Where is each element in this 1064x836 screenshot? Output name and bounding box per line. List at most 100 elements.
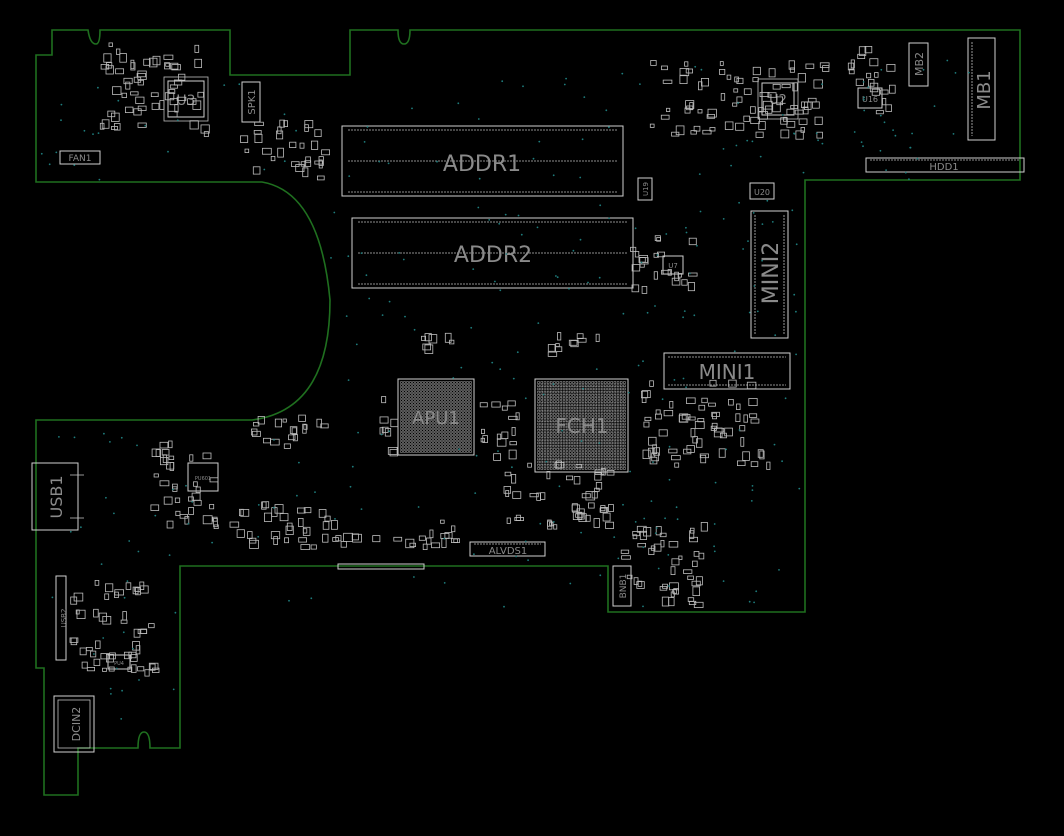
passive-part — [249, 537, 257, 544]
bga-ball — [445, 420, 448, 423]
bga-ball — [594, 425, 597, 429]
via — [109, 441, 111, 443]
bga-ball — [546, 451, 550, 454]
via — [126, 580, 129, 582]
via — [138, 679, 140, 681]
via — [497, 450, 499, 452]
bga-ball — [613, 432, 617, 435]
bga-ball — [604, 463, 607, 467]
passive-part — [424, 333, 432, 342]
bga-ball — [403, 399, 406, 402]
bga-ball — [424, 384, 427, 387]
bga-ball — [469, 447, 472, 450]
bnb1-connector: BNB1 — [612, 565, 632, 607]
bga-ball — [565, 432, 569, 435]
bga-ball — [607, 397, 610, 400]
bga-ball — [613, 448, 617, 451]
bga-ball — [565, 419, 569, 422]
via — [738, 429, 741, 431]
passive-part — [666, 107, 671, 113]
bga-ball — [418, 420, 421, 423]
bga-ball — [421, 387, 424, 390]
bga-ball — [463, 426, 466, 429]
bga-ball — [556, 400, 559, 403]
bga-ball — [588, 441, 591, 445]
passive-part — [148, 662, 159, 670]
passive-part — [605, 521, 614, 529]
via — [558, 485, 561, 488]
via — [608, 217, 610, 220]
passive-part — [653, 271, 658, 280]
via — [862, 81, 865, 83]
bga-ball — [469, 450, 472, 453]
bga-ball — [613, 416, 617, 419]
bga-ball — [403, 444, 406, 447]
bga-ball — [540, 432, 543, 435]
bga-ball — [553, 432, 556, 435]
passive-part — [148, 57, 158, 68]
passive-part — [159, 100, 165, 110]
bga-ball — [406, 384, 409, 387]
bga-ball — [415, 435, 418, 438]
via — [911, 132, 913, 135]
u20-label: U20 — [754, 188, 770, 197]
bga-ball — [418, 399, 421, 402]
bga-ball — [457, 423, 460, 426]
passive-part — [101, 119, 110, 129]
bga-ball — [418, 438, 421, 441]
bga-ball — [412, 420, 415, 423]
via — [748, 600, 751, 603]
bga-ball — [448, 423, 451, 426]
passive-part — [749, 413, 758, 418]
bga-ball — [400, 411, 403, 414]
bga-ball — [463, 387, 466, 390]
bga-ball — [442, 387, 445, 390]
bga-ball — [613, 413, 617, 416]
bga-ball — [581, 435, 585, 438]
bga-ball — [610, 448, 613, 451]
bga-ball — [569, 438, 572, 442]
passive-part — [168, 455, 175, 461]
via — [520, 233, 523, 236]
bga-ball — [578, 425, 582, 429]
bga-ball — [578, 413, 582, 416]
addr2-slot: ADDR2 — [351, 217, 634, 289]
bga-ball — [454, 411, 457, 414]
bga-ball — [597, 422, 601, 426]
via — [579, 176, 582, 179]
bga-ball — [604, 435, 607, 438]
bga-ball — [457, 381, 460, 384]
via — [347, 379, 350, 381]
bga-ball — [613, 403, 617, 407]
passive-part — [254, 133, 263, 143]
bga-ball — [463, 435, 466, 438]
bga-ball — [578, 457, 582, 461]
bga-ball — [451, 414, 454, 417]
via — [652, 461, 654, 463]
via — [598, 276, 601, 279]
passive-part — [660, 540, 665, 548]
bga-ball — [540, 448, 543, 451]
bga-ball — [549, 425, 553, 429]
bga-ball — [442, 420, 445, 423]
bga-ball — [572, 460, 575, 464]
bga-ball — [454, 405, 457, 408]
via — [761, 223, 764, 226]
bga-ball — [578, 390, 582, 394]
passive-part — [789, 67, 795, 73]
bga-ball — [591, 390, 594, 394]
bga-ball — [619, 381, 623, 384]
bga-ball — [469, 432, 472, 435]
passive-part — [431, 542, 441, 549]
bga-ball — [553, 397, 556, 400]
bga-ball — [433, 399, 436, 402]
bga-ball — [549, 387, 553, 391]
passive-part — [697, 418, 705, 423]
bga-ball — [454, 417, 457, 420]
bga-ball — [591, 381, 594, 384]
bga-ball — [427, 420, 430, 423]
bga-ball — [451, 423, 454, 426]
bga-ball — [588, 400, 591, 403]
bga-ball — [409, 381, 412, 384]
bga-ball — [597, 448, 601, 451]
